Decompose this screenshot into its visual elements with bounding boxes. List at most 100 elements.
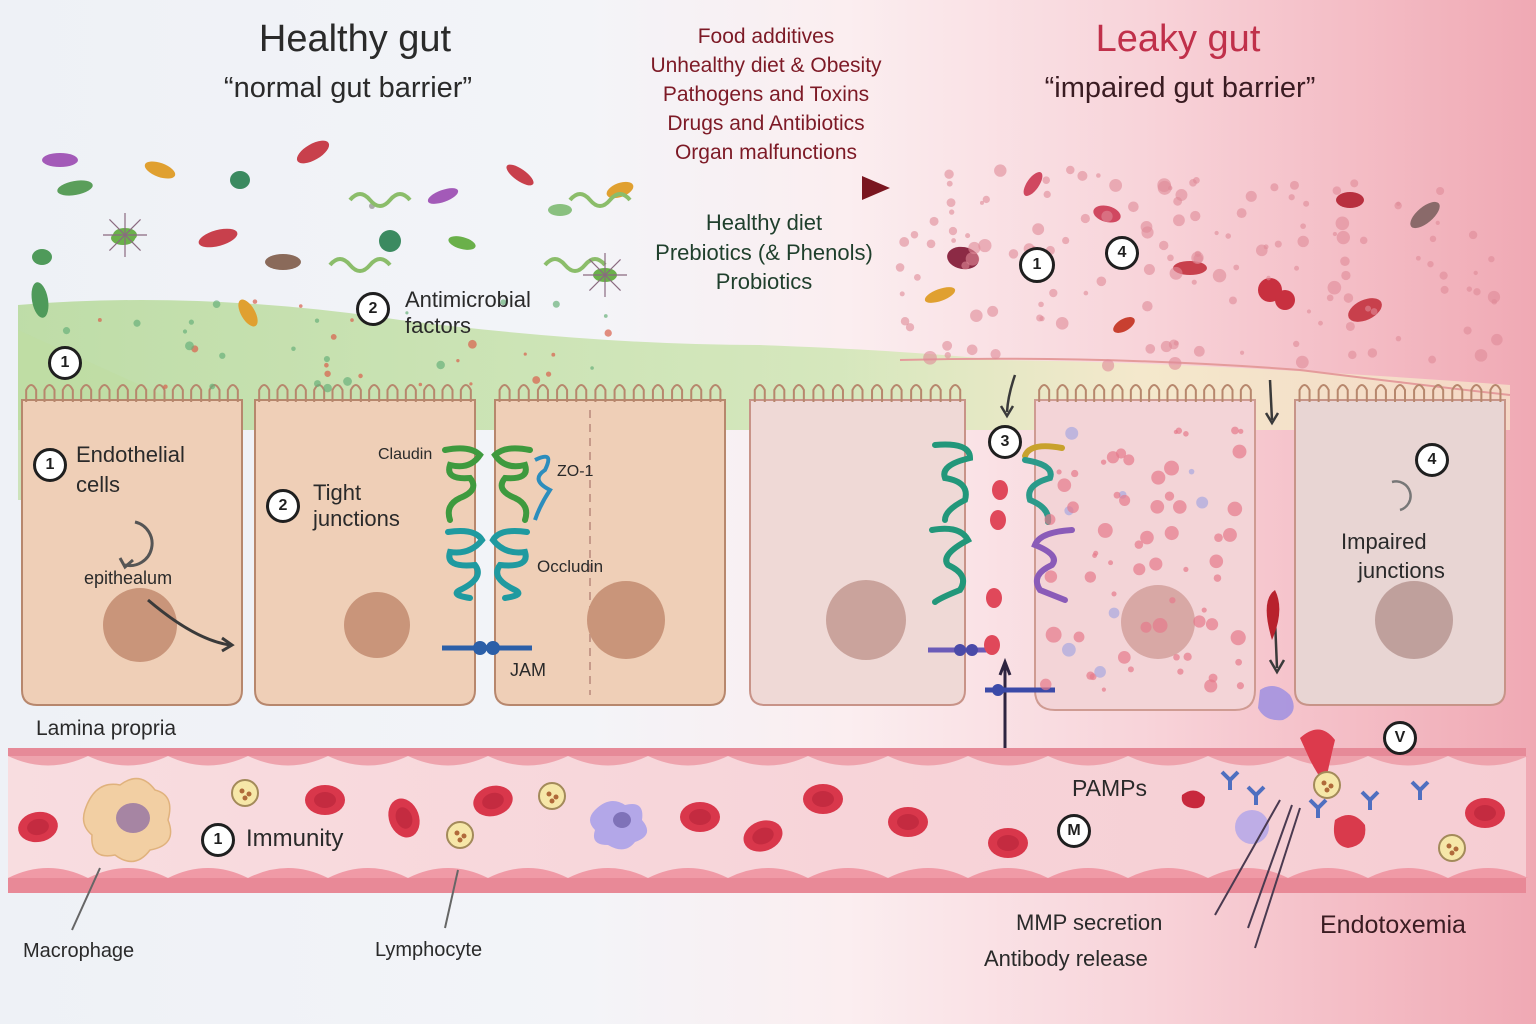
debris-particle [1160, 340, 1173, 353]
debris-particle [1395, 335, 1402, 342]
antimicrobial-particle [330, 333, 337, 340]
debris-particle [1233, 264, 1240, 271]
antimicrobial-particle [324, 370, 331, 378]
macrophage-cell [71, 777, 172, 931]
antimicrobial-particle [323, 355, 330, 363]
debris-particle [1487, 290, 1501, 304]
debris-particle [1108, 560, 1114, 566]
leaking-particle [990, 510, 1006, 530]
antibody-icon [1246, 785, 1266, 805]
microvillus [135, 384, 148, 402]
microvillus [556, 384, 569, 402]
microvillus [1451, 384, 1464, 402]
bacterium [31, 282, 49, 318]
healthy-gut-subtitle: “normal gut barrier” [223, 72, 473, 104]
debris-particle [1359, 236, 1368, 245]
microvillus [517, 384, 530, 402]
junctions-text: junctions [313, 506, 400, 531]
debris-particle [1096, 173, 1101, 178]
debris-particle [1057, 478, 1072, 492]
debris-particle [1040, 678, 1052, 691]
debris-particle [1343, 293, 1354, 303]
pathogen [1275, 290, 1295, 310]
debris-particle [1143, 264, 1155, 276]
debris-particle [895, 263, 905, 272]
bacterium [265, 254, 301, 270]
risk-factor: Drugs and Antibiotics [667, 112, 865, 135]
debris-particle [1164, 491, 1175, 501]
bacterium [144, 161, 176, 179]
microvillus [404, 384, 417, 402]
debris-particle [1213, 574, 1222, 582]
microvillus [116, 384, 129, 402]
protective-factor: Healthy diet [705, 210, 823, 235]
antibody-icon [1410, 780, 1430, 800]
debris-particle [1102, 359, 1115, 372]
debris-particle [1367, 348, 1378, 358]
microvillus [294, 384, 307, 402]
epithelial-cell-4 [749, 399, 966, 706]
debris-particle [1239, 350, 1245, 355]
microvillus [498, 384, 511, 402]
debris-particle [1266, 275, 1271, 281]
antimicrobial-particle [552, 300, 560, 308]
debris-particle [1127, 666, 1134, 673]
microvillus [349, 384, 362, 402]
debris-particle [905, 323, 915, 332]
lymphocyte-cell [1313, 771, 1341, 799]
bacterium [427, 188, 459, 204]
leaky-gut-subtitle: “impaired gut barrier” [1044, 72, 1316, 104]
cells-text: cells [76, 472, 121, 497]
debris-particle [1245, 190, 1257, 202]
microvillus [1129, 384, 1142, 402]
debris-particle [1225, 233, 1231, 239]
microvillus [1394, 384, 1406, 402]
microvillus [226, 384, 239, 402]
debris-particle [944, 169, 954, 179]
debris-particle [1066, 165, 1075, 175]
debris-particle [1327, 280, 1342, 295]
debris-particle [1108, 607, 1120, 619]
debris-particle [946, 180, 953, 187]
debris-particle [1394, 201, 1402, 210]
badge-immune-m: M [1057, 814, 1091, 848]
debris-particle [1173, 653, 1180, 661]
antibody-icon [1220, 770, 1240, 790]
debris-particle [1468, 230, 1478, 240]
microvillus [386, 384, 399, 402]
debris-particle [979, 200, 984, 205]
badge-impaired-junctions: 4 [1415, 443, 1449, 477]
debris-particle [1045, 626, 1062, 643]
microvillus [1093, 384, 1106, 402]
debris-particle [949, 209, 955, 215]
spirochete [568, 192, 632, 208]
debris-particle [1044, 513, 1056, 525]
lymphocyte-cell [1438, 834, 1466, 862]
leaking-particle [992, 480, 1008, 500]
debris-particle [1473, 270, 1478, 276]
microvillus [1239, 384, 1252, 402]
debris-particle [978, 238, 992, 253]
debris-particle [1263, 244, 1269, 250]
badge-mucus: 1 [48, 346, 82, 380]
badge-leaky-3: 3 [988, 425, 1022, 459]
debris-particle [1173, 500, 1187, 514]
flagellated-bacterium [103, 213, 147, 257]
microvillus [1298, 384, 1311, 402]
debris-particle [1193, 345, 1205, 357]
nucleus [1375, 581, 1453, 659]
microvillus [575, 384, 588, 402]
debris-particle [1336, 230, 1350, 245]
debris-particle [1303, 200, 1310, 207]
debris-particle [1439, 271, 1448, 280]
microvillus [929, 384, 942, 402]
leaky-gut-title: Leaky gut [1095, 18, 1261, 60]
red-blood-cell [1465, 798, 1505, 828]
factors-text: factors [405, 313, 472, 338]
immune-cell [1258, 686, 1294, 721]
debris-particle [1151, 470, 1166, 485]
debris-particle [1168, 356, 1182, 370]
macrophage-label: Macrophage [23, 940, 135, 962]
antimicrobial-particle [298, 304, 303, 308]
antimicrobial-particle [523, 352, 527, 356]
